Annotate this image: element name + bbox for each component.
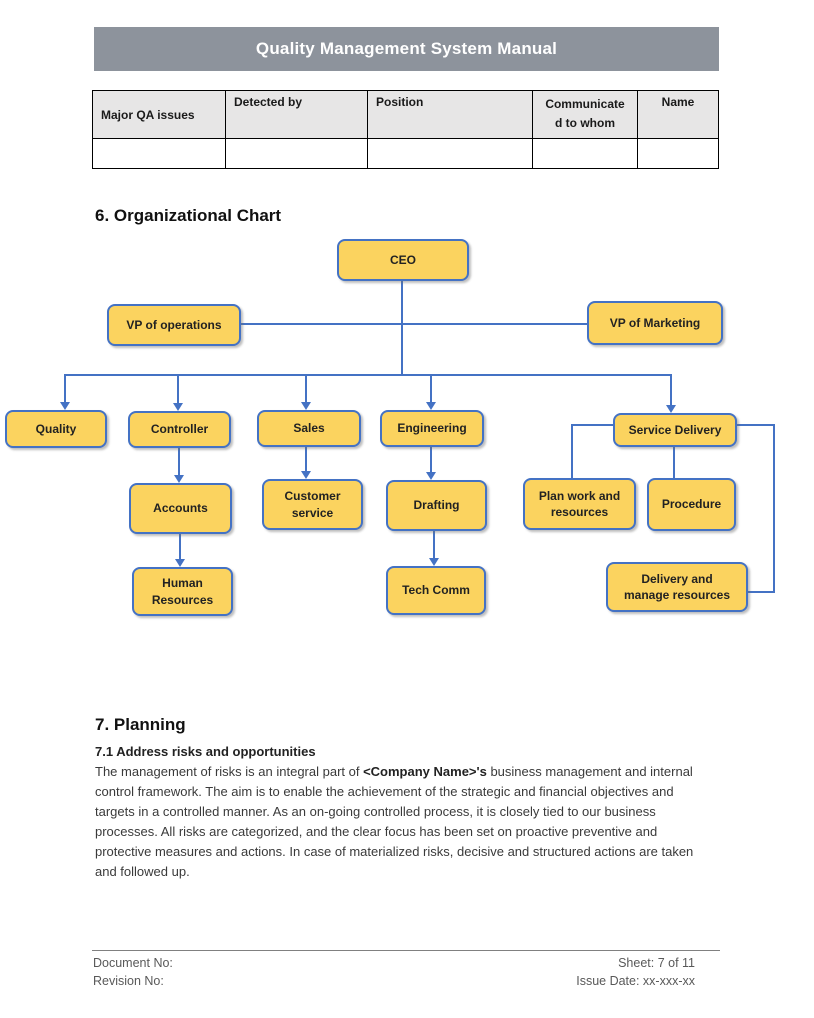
section-heading-planning: 7. Planning xyxy=(95,715,186,734)
org-node-procedure: Procedure xyxy=(647,478,736,531)
arrowhead-customer-service xyxy=(301,471,311,479)
connector-ceo-down xyxy=(401,281,403,374)
arrowhead-quality xyxy=(60,402,70,410)
planning-paragraph-pre: The management of risks is an integral p… xyxy=(95,764,364,779)
org-node-controller: Controller xyxy=(128,411,231,448)
org-node-quality: Quality xyxy=(5,410,107,448)
org-node-delivery-and-manage-resources: Delivery and manage resources xyxy=(606,562,748,612)
footer-revision-no: Revision No: xyxy=(93,974,164,988)
connector-sd-delivery-vertical xyxy=(773,424,775,593)
organizational-chart: CEO VP of operations VP of Marketing Qua… xyxy=(0,230,814,660)
footer-divider xyxy=(92,950,720,951)
arrowhead-sales xyxy=(301,402,311,410)
org-node-drafting: Drafting xyxy=(386,480,487,531)
org-node-human-resources: Human Resources xyxy=(132,567,233,616)
footer-sheet-number: Sheet: 7 of 11 xyxy=(618,956,695,970)
connector-to-controller xyxy=(177,374,179,403)
org-node-vp-marketing: VP of Marketing xyxy=(587,301,723,345)
arrowhead-drafting xyxy=(426,472,436,480)
column-header-position: Position xyxy=(367,90,533,139)
company-name-placeholder: <Company Name>'s xyxy=(363,764,487,779)
connector-accounts-hr xyxy=(179,534,181,559)
footer-document-no: Document No: xyxy=(93,956,173,970)
arrowhead-accounts xyxy=(174,475,184,483)
org-node-accounts: Accounts xyxy=(129,483,232,534)
planning-paragraph: The management of risks is an integral p… xyxy=(95,762,713,882)
org-node-plan-work-and-resources: Plan work and resources xyxy=(523,478,636,530)
table-header-row: Major QA issues Detected by Position Com… xyxy=(92,90,719,139)
qa-issues-table: Major QA issues Detected by Position Com… xyxy=(92,90,719,169)
arrowhead-human-resources xyxy=(175,559,185,567)
connector-to-service-delivery xyxy=(670,374,672,405)
connector-vp-horizontal xyxy=(241,323,587,325)
column-header-communicated-to-whom: Communicated to whom xyxy=(532,90,638,139)
org-node-sales: Sales xyxy=(257,410,361,447)
planning-paragraph-post: business management and internal control… xyxy=(95,764,694,879)
table-cell-major-qa-issues[interactable] xyxy=(92,138,226,169)
org-node-customer-service: Customer service xyxy=(262,479,363,530)
connector-to-quality xyxy=(64,374,66,402)
column-header-major-qa-issues: Major QA issues xyxy=(92,90,226,139)
connector-controller-accounts xyxy=(178,448,180,475)
table-cell-position[interactable] xyxy=(367,138,533,169)
table-cell-communicated-to-whom[interactable] xyxy=(532,138,638,169)
arrowhead-service-delivery xyxy=(666,405,676,413)
footer-issue-date: Issue Date: xx-xxx-xx xyxy=(576,974,695,988)
connector-sd-planwork-vertical xyxy=(571,424,573,478)
connector-engineering-drafting xyxy=(430,447,432,472)
connector-sd-planwork-horizontal xyxy=(572,424,615,426)
org-node-vp-operations: VP of operations xyxy=(107,304,241,346)
document-title: Quality Management System Manual xyxy=(255,39,558,58)
table-cell-name[interactable] xyxy=(637,138,719,169)
table-row xyxy=(92,138,719,169)
arrowhead-tech-comm xyxy=(429,558,439,566)
section-heading-org-chart: 6. Organizational Chart xyxy=(95,206,282,225)
connector-level2-bar xyxy=(64,374,672,376)
column-header-detected-by: Detected by xyxy=(225,90,368,139)
connector-drafting-techcomm xyxy=(433,531,435,558)
connector-sales-customer-service xyxy=(305,447,307,471)
connector-sd-delivery-horizontal-bottom xyxy=(748,591,775,593)
connector-to-sales xyxy=(305,374,307,402)
subsection-heading-address-risks: 7.1 Address risks and opportunities xyxy=(95,744,316,759)
connector-sd-procedure xyxy=(673,447,675,478)
column-header-name: Name xyxy=(637,90,719,139)
arrowhead-controller xyxy=(173,403,183,411)
org-node-service-delivery: Service Delivery xyxy=(613,413,737,447)
footer-right-block: Sheet: 7 of 11 Issue Date: xx-xxx-xx xyxy=(395,954,695,990)
org-node-ceo: CEO xyxy=(337,239,469,281)
footer-left-block: Document No: Revision No: xyxy=(93,954,173,990)
org-node-tech-comm: Tech Comm xyxy=(386,566,486,615)
table-cell-detected-by[interactable] xyxy=(225,138,368,169)
arrowhead-engineering xyxy=(426,402,436,410)
connector-to-engineering xyxy=(430,374,432,402)
connector-sd-delivery-horizontal-top xyxy=(735,424,775,426)
title-banner: Quality Management System Manual xyxy=(94,27,719,71)
org-node-engineering: Engineering xyxy=(380,410,484,447)
